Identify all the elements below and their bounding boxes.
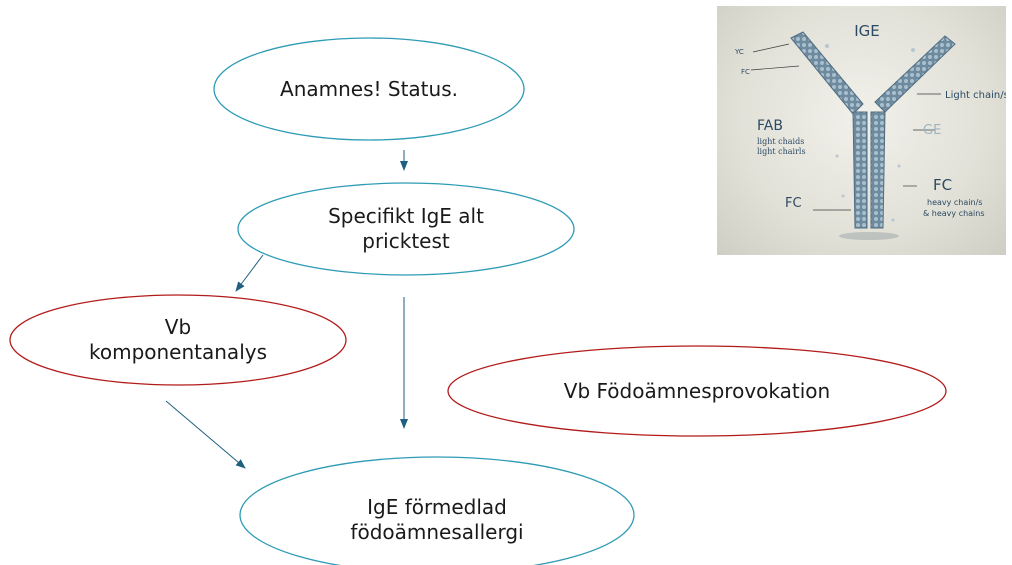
fig-label-fab-sub2: light chairls (757, 147, 806, 156)
fig-label-fab-sub1: light chaids (757, 137, 804, 146)
node-provokation-shape (447, 345, 947, 437)
node-anamnes-shape (213, 37, 525, 141)
node-specifikt: Specifikt IgE alt pricktest (328, 204, 484, 253)
fig-label-ige: IGE (854, 22, 880, 40)
fig-label-heavy2: & heavy chains (923, 209, 985, 218)
fig-label-ge: GE (923, 123, 941, 138)
fig-label-heavy1: heavy chain/s (927, 198, 982, 207)
node-provokation: Vb Födoämnesprovokation (563, 378, 831, 403)
arrow-komponent-to-allergi (165, 400, 246, 469)
fig-label-yc: YC (734, 48, 744, 56)
fig-label-fc-right: FC (933, 176, 952, 194)
node-allergi-shape (239, 456, 635, 565)
arrow-specifikt-to-komponent (235, 254, 264, 292)
fig-label-light-chains: Light chain/s (945, 90, 1006, 101)
fig-label-fc-small: FC (741, 68, 750, 76)
node-komponent-shape (9, 294, 347, 386)
node-komponent: Vb komponentanalys (88, 315, 268, 364)
antibody-y-shape: IGE YC FC Light chain/s FAB light chaids… (734, 22, 1006, 240)
fig-label-fc-left: FC (785, 196, 802, 211)
node-specifikt-shape (237, 182, 575, 276)
fig-label-fab: FAB (757, 118, 783, 134)
ige-antibody-illustration: IGE YC FC Light chain/s FAB light chaids… (717, 6, 1006, 255)
node-anamnes: Anamnes! Status. (280, 76, 458, 101)
node-allergi: IgE förmedlad födoämnesallergi (350, 495, 524, 544)
